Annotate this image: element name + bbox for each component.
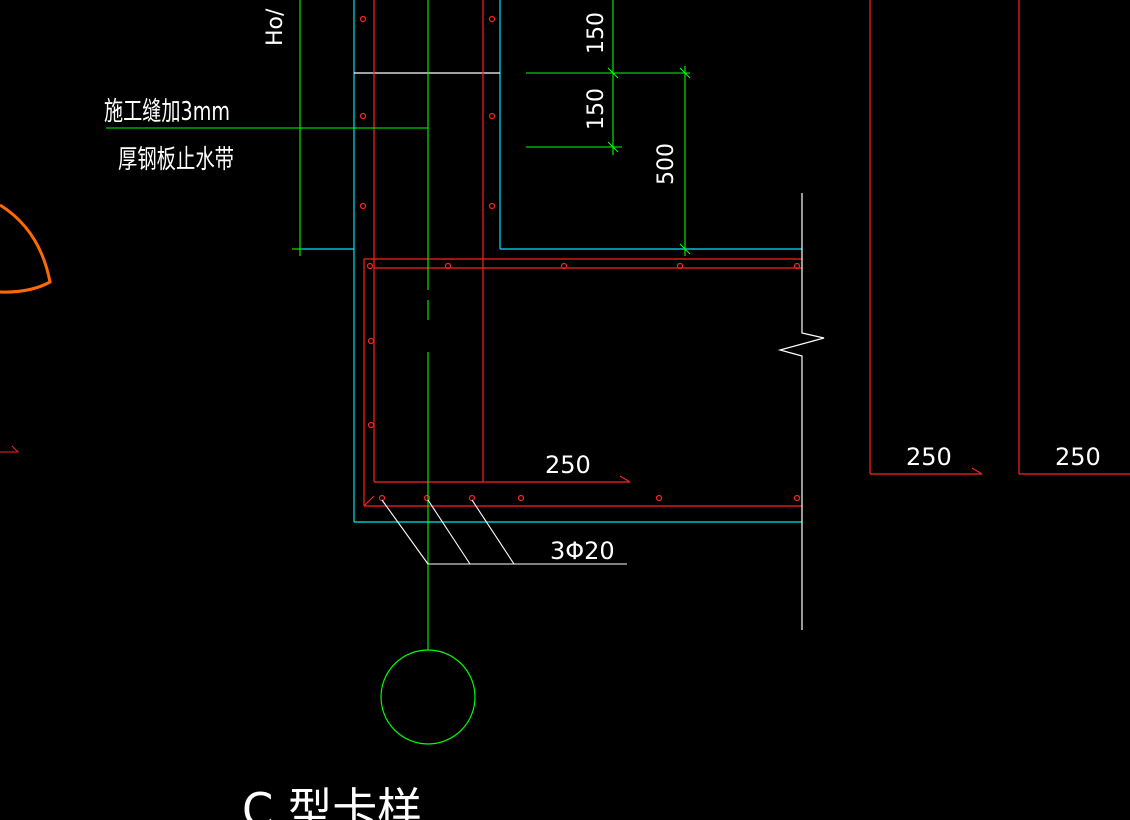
rebar-lines	[363, 0, 1130, 507]
ho-label: Ho/	[263, 8, 288, 46]
dim-250-right-b: 250	[1055, 443, 1101, 471]
rebar-dots	[359, 15, 801, 502]
concrete-outline	[302, 0, 802, 523]
dim-250-slab: 250	[545, 451, 591, 479]
rebar-callout-label: 3Φ20	[550, 537, 615, 565]
bottom-title-partial: C 型卡样	[242, 783, 422, 820]
dim-250-right-a: 250	[906, 443, 952, 471]
break-line	[777, 193, 825, 630]
grid-axis-bubble	[380, 649, 476, 745]
dim-150-top: 150	[584, 12, 609, 54]
dim-500: 500	[654, 143, 679, 185]
dim-150-mid: 150	[584, 88, 609, 130]
left-edge-arrow	[0, 445, 20, 453]
annotation-line1: 施工缝加3mm	[104, 97, 230, 127]
orange-arc-curve	[0, 203, 52, 294]
annotation-line2: 厚钢板止水带	[118, 145, 234, 175]
green-lines	[106, 0, 691, 650]
rebar-callout-leaders	[381, 499, 627, 565]
